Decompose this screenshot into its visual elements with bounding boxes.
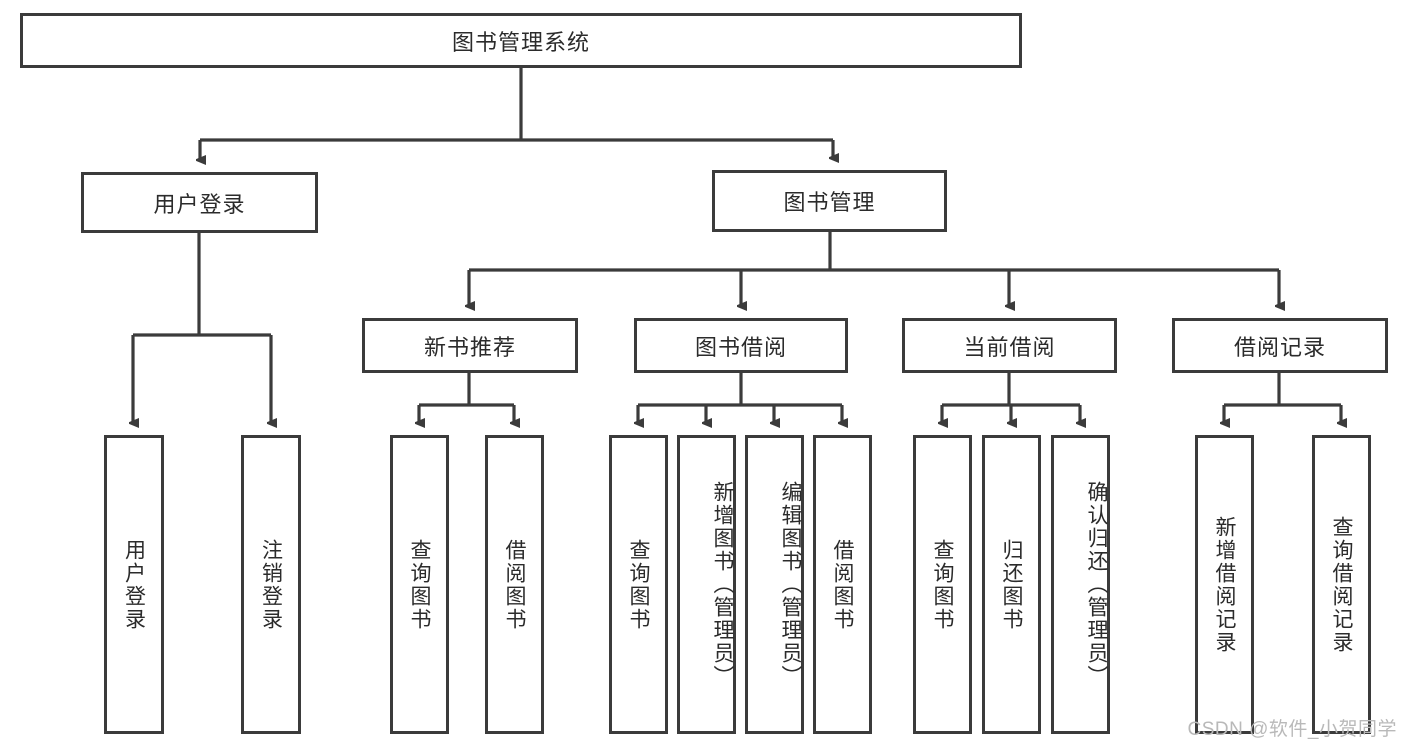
leaf-add-book-admin-label: 新增图书（管理员）	[711, 481, 734, 688]
leaf-user-login[interactable]: 用户登录	[104, 435, 164, 734]
leaf-query-book-rec[interactable]: 查询图书	[390, 435, 449, 734]
leaf-return-book-label: 归还图书	[1000, 538, 1023, 631]
leaf-borrow-book[interactable]: 借阅图书	[813, 435, 872, 734]
node-root-label: 图书管理系统	[451, 29, 590, 55]
leaf-edit-book-admin-label: 编辑图书（管理员）	[779, 481, 802, 688]
leaf-query-book-current[interactable]: 查询图书	[913, 435, 972, 734]
leaf-query-book-borrow[interactable]: 查询图书	[609, 435, 668, 734]
leaf-add-book-admin[interactable]: 新增图书（管理员）	[677, 435, 736, 734]
leaf-query-borrow-record-label: 查询借阅记录	[1330, 515, 1353, 654]
leaf-user-logout[interactable]: 注销登录	[241, 435, 301, 734]
leaf-confirm-return-admin[interactable]: 确认归还（管理员）	[1051, 435, 1110, 734]
leaf-confirm-return-admin-label: 确认归还（管理员）	[1085, 481, 1108, 688]
leaf-borrow-book-rec[interactable]: 借阅图书	[485, 435, 544, 734]
node-current-borrow-label: 当前借阅	[963, 334, 1056, 360]
node-book-management[interactable]: 图书管理	[712, 170, 947, 232]
node-user-login[interactable]: 用户登录	[81, 172, 318, 233]
leaf-user-logout-label: 注销登录	[259, 538, 283, 631]
leaf-user-login-label: 用户登录	[122, 538, 146, 631]
leaf-add-borrow-record[interactable]: 新增借阅记录	[1195, 435, 1254, 734]
node-book-borrow[interactable]: 图书借阅	[634, 318, 848, 373]
leaf-query-book-borrow-label: 查询图书	[627, 538, 650, 631]
node-root[interactable]: 图书管理系统	[20, 13, 1022, 68]
node-borrow-record-label: 借阅记录	[1233, 334, 1326, 360]
leaf-borrow-book-label: 借阅图书	[831, 538, 854, 631]
leaf-borrow-book-rec-label: 借阅图书	[503, 538, 526, 631]
node-book-management-label: 图书管理	[783, 190, 876, 215]
leaf-query-borrow-record[interactable]: 查询借阅记录	[1312, 435, 1371, 734]
leaf-query-book-rec-label: 查询图书	[408, 538, 431, 631]
node-new-book-recommend[interactable]: 新书推荐	[362, 318, 578, 373]
leaf-return-book[interactable]: 归还图书	[982, 435, 1041, 734]
node-current-borrow[interactable]: 当前借阅	[902, 318, 1117, 373]
node-borrow-record[interactable]: 借阅记录	[1172, 318, 1388, 373]
leaf-add-borrow-record-label: 新增借阅记录	[1213, 515, 1236, 654]
leaf-query-book-current-label: 查询图书	[931, 538, 954, 631]
node-book-borrow-label: 图书借阅	[694, 334, 787, 360]
csdn-watermark: CSDN @软件_小贺同学	[1187, 719, 1397, 740]
leaf-edit-book-admin[interactable]: 编辑图书（管理员）	[745, 435, 804, 734]
node-user-login-label: 用户登录	[153, 191, 246, 217]
node-new-book-recommend-label: 新书推荐	[423, 334, 516, 360]
